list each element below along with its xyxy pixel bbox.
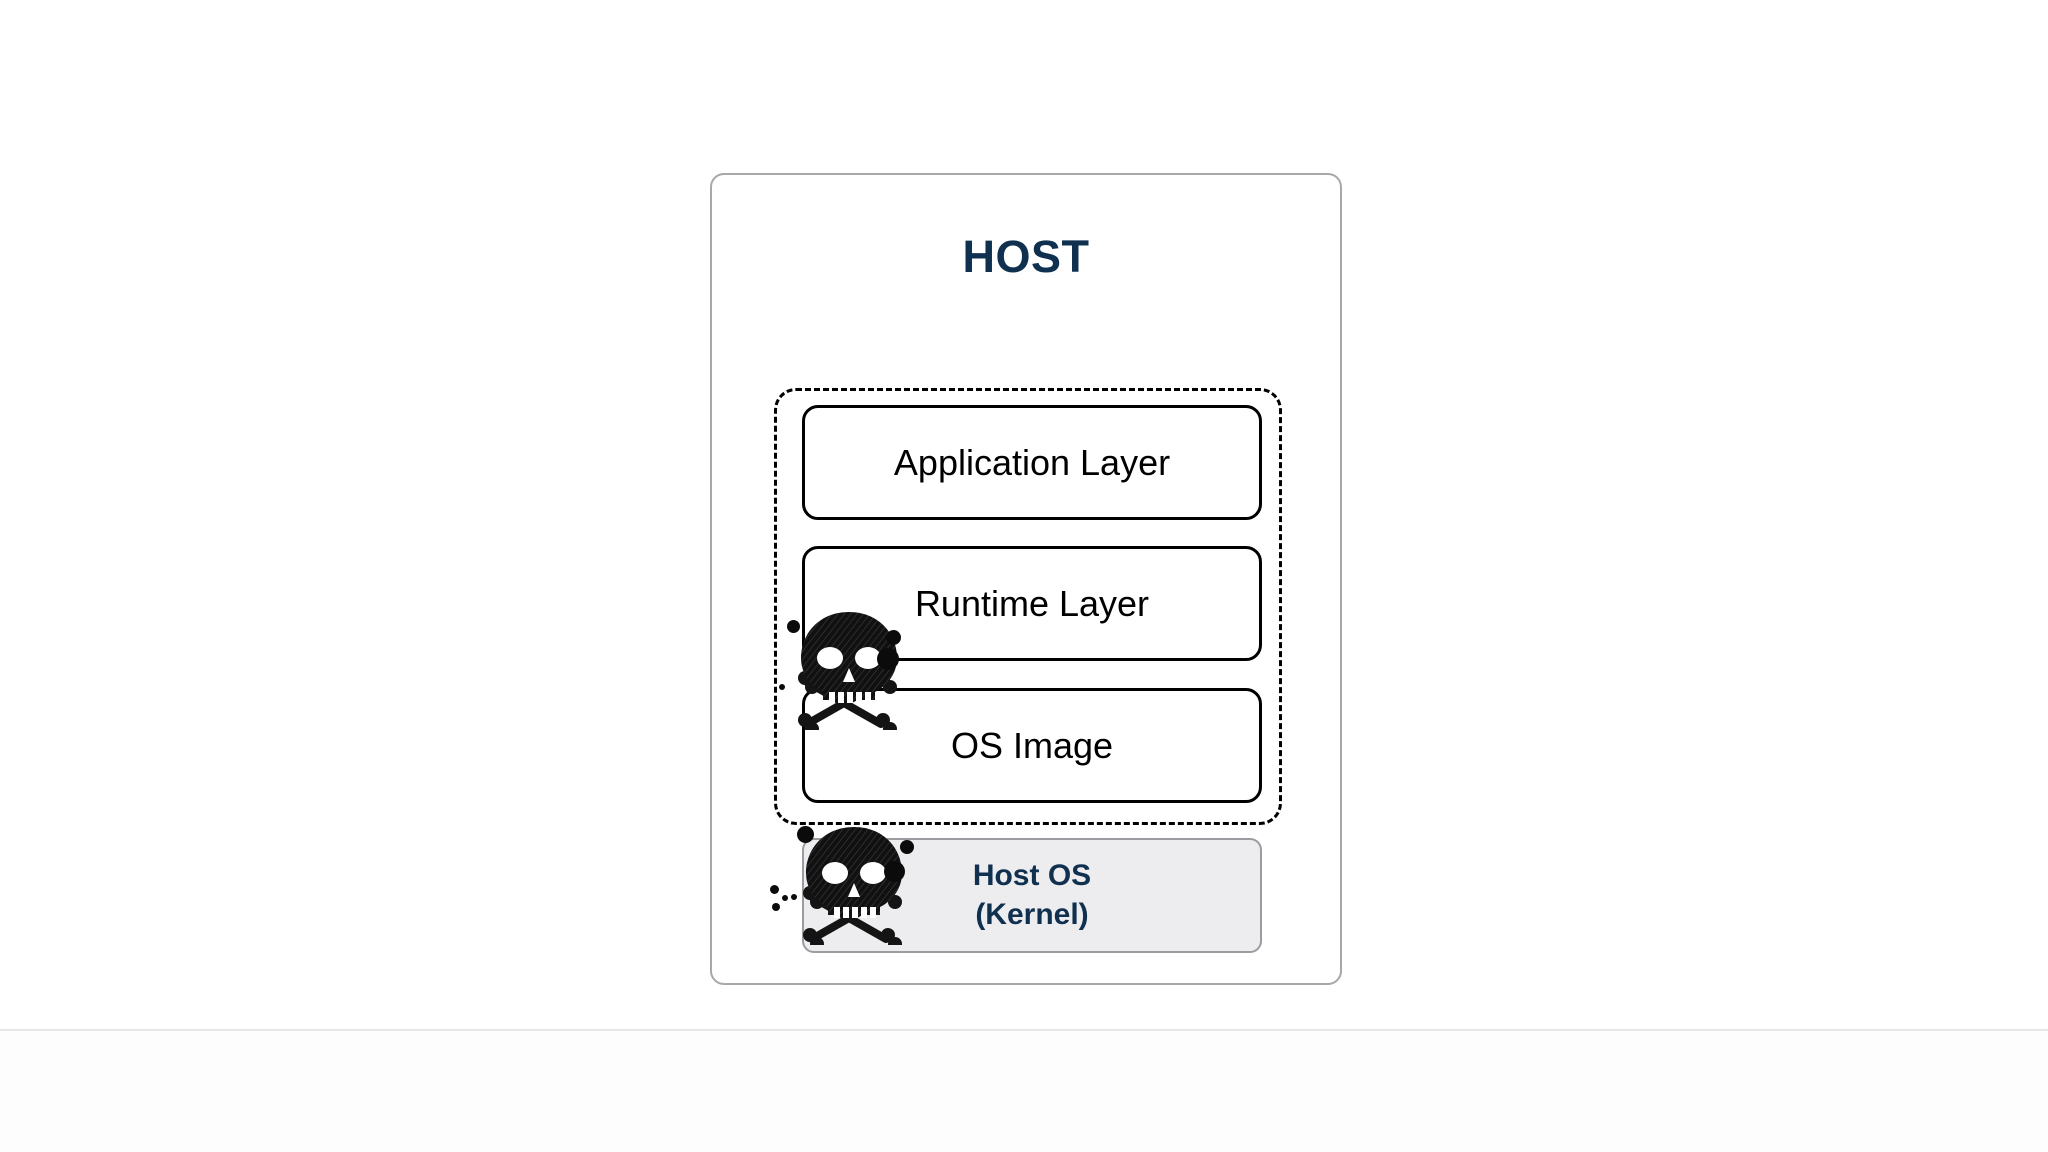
splatter-dot [770,885,779,894]
splatter-dot [779,684,785,690]
host-os-box: Host OS (Kernel) [802,838,1262,953]
os-image-layer-label: OS Image [950,724,1114,766]
application-layer-label: Application Layer [893,441,1171,483]
runtime-layer-label: Runtime Layer [914,582,1150,624]
splatter-dot [877,648,899,670]
host-title: HOST [962,231,1090,282]
footer-divider [0,1029,2048,1031]
splatter-dot [791,894,797,900]
splatter-dot [787,620,800,633]
host-container: HOST Application Layer Runtime Layer OS … [710,173,1342,985]
splatter-dot [886,630,901,645]
splatter-dot [797,826,814,843]
footer: SpringOne Platform by Pivotal Unless oth… [0,1031,2048,1152]
splatter-dot [772,903,780,911]
splatter-dot [782,895,788,901]
splatter-dot [900,840,914,854]
host-os-label-line1: Host OS [972,859,1092,893]
container-image-dashed-group [774,388,1282,825]
splatter-dot [884,861,905,882]
application-layer-box: Application Layer [802,405,1262,520]
runtime-layer-box: Runtime Layer [802,546,1262,661]
host-os-label-line2: (Kernel) [975,897,1089,931]
os-image-layer-box: OS Image [802,688,1262,803]
